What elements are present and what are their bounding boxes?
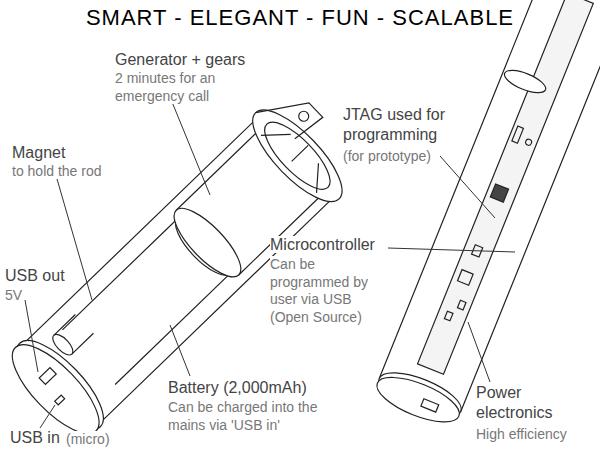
part-name: USB in: [10, 428, 70, 448]
part-name: Power electronics: [476, 383, 594, 423]
title: SMART - ELEGANT - FUN - SCALABLE: [0, 4, 600, 32]
part-name: Battery (2,000mAh): [168, 378, 348, 398]
part-note: (micro): [66, 431, 136, 449]
part-note: Can be charged into the mains via 'USB i…: [168, 399, 338, 434]
part-note: to hold the rod: [12, 163, 132, 181]
part-note: 5V: [5, 287, 65, 305]
part-name: USB out: [5, 266, 85, 286]
part-name: Magnet: [12, 143, 132, 163]
right-device: [371, 0, 600, 431]
part-note: High efficiency: [476, 426, 594, 444]
part-name: JTAG used for programming: [343, 105, 478, 145]
part-name: Microcontroller: [270, 235, 395, 255]
part-note: Can be programmed by user via USB (Open …: [270, 256, 382, 326]
part-note: (for prototype): [343, 148, 478, 166]
left-device: [0, 81, 371, 447]
part-note: 2 minutes for an emergency call: [115, 70, 255, 105]
leader-lines: [25, 97, 515, 428]
part-name: Generator + gears: [115, 50, 265, 70]
